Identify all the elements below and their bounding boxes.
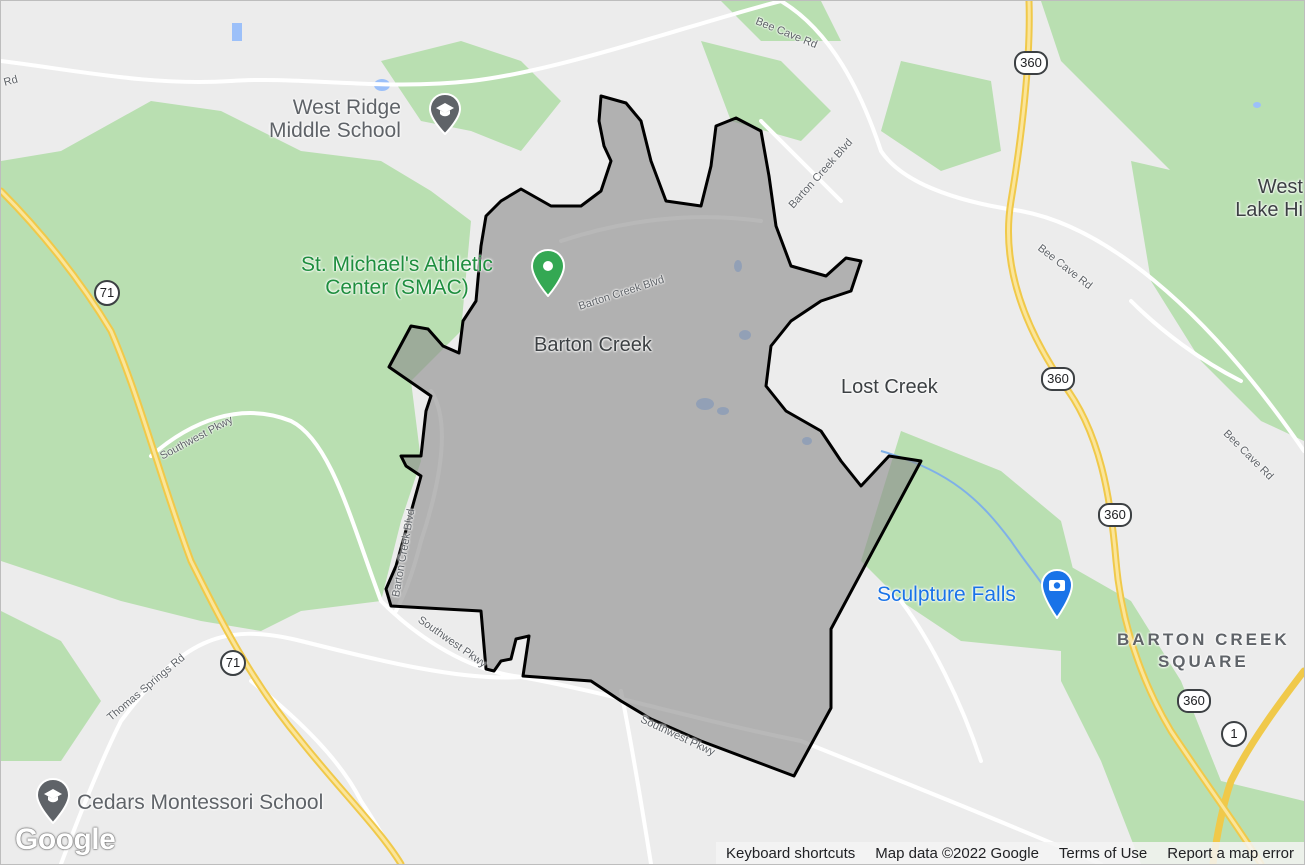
cedars-school-pin-icon[interactable] <box>35 778 71 824</box>
report-map-error-link[interactable]: Report a map error <box>1167 844 1294 862</box>
route-360-shield-d: 360 <box>1177 689 1211 713</box>
athletic-pin-icon[interactable] <box>530 249 566 297</box>
sculpture-falls-label[interactable]: Sculpture Falls <box>877 583 1016 606</box>
route-360-shield-b: 360 <box>1041 367 1075 391</box>
west-lake-label: West Lake Hi <box>1225 176 1303 222</box>
west-ridge-label[interactable]: West Ridge Middle School <box>269 96 401 142</box>
route-360-shield-c: 360 <box>1098 503 1132 527</box>
west-ridge-text: West Ridge Middle School <box>269 96 401 142</box>
st-michaels-label[interactable]: St. Michael's Athletic Center (SMAC) <box>301 253 493 299</box>
route-71-shield-b: 71 <box>220 650 246 676</box>
st-michaels-text: St. Michael's Athletic Center (SMAC) <box>301 253 493 299</box>
terms-of-use-link[interactable]: Terms of Use <box>1058 844 1148 862</box>
barton-creek-square-text: BARTON CREEK SQUARE <box>1117 630 1290 671</box>
west-lake-text: West Lake Hi <box>1235 176 1303 221</box>
camera-pin-icon[interactable] <box>1040 569 1074 619</box>
school-pin-icon[interactable] <box>428 93 462 135</box>
map-data-attribution: Map data ©2022 Google <box>875 844 1039 862</box>
cedars-label[interactable]: Cedars Montessori School <box>77 791 324 814</box>
lost-creek-label: Lost Creek <box>841 376 938 398</box>
keyboard-shortcuts-link[interactable]: Keyboard shortcuts <box>726 844 856 862</box>
route-360-shield-a: 360 <box>1014 51 1048 75</box>
google-logo[interactable]: Google <box>15 823 116 856</box>
route-1-shield: 1 <box>1221 721 1247 747</box>
route-71-shield-a: 71 <box>94 280 120 306</box>
barton-creek-boundary[interactable] <box>384 94 923 778</box>
barton-creek-label: Barton Creek <box>534 334 652 356</box>
map-footer: Keyboard shortcuts Map data ©2022 Google… <box>716 842 1304 864</box>
barton-creek-square-label: BARTON CREEK SQUARE <box>1117 629 1290 673</box>
